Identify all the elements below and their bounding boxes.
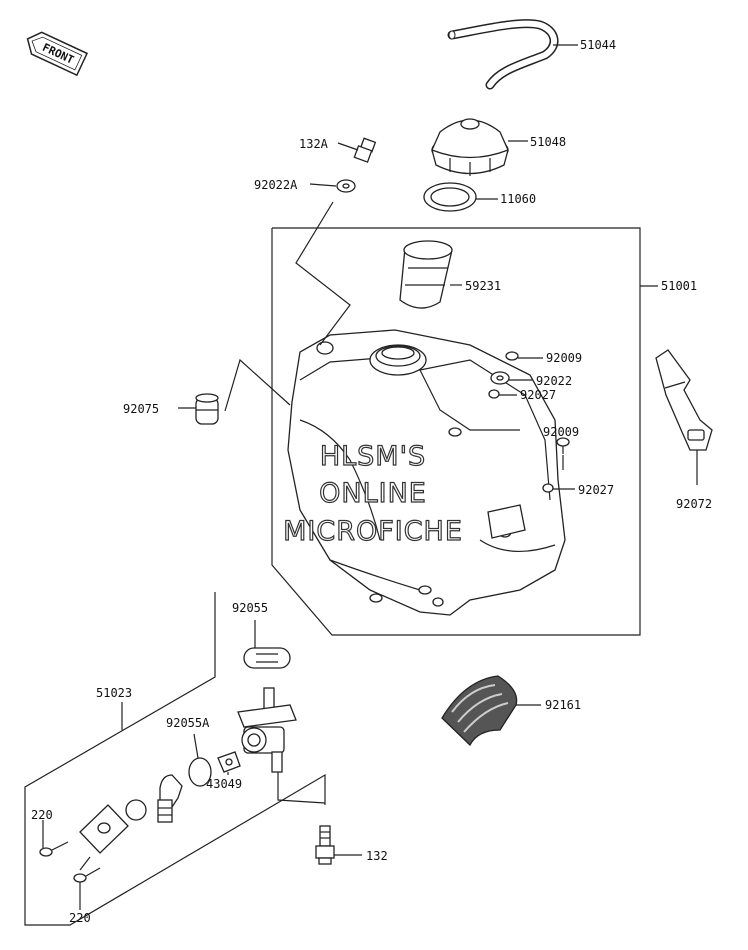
- screw-220-top: [39, 841, 69, 857]
- part-label-92072[interactable]: 92072: [676, 497, 712, 511]
- washer-43049: [217, 751, 241, 773]
- part-label-220-bottom[interactable]: 220: [69, 911, 91, 925]
- washer-92022: [490, 371, 510, 385]
- strap-92072: [655, 349, 713, 451]
- part-label-92055a[interactable]: 92055A: [166, 716, 210, 730]
- part-label-92075[interactable]: 92075: [123, 402, 159, 416]
- screw-220-bottom: [73, 867, 101, 883]
- part-label-220-top[interactable]: 220: [31, 808, 53, 822]
- screen-92055: [243, 647, 291, 669]
- part-label-51044[interactable]: 51044: [580, 38, 616, 52]
- watermark-line-1: HLSM'S: [320, 441, 426, 472]
- cover-92161: [441, 675, 518, 747]
- o-ring-92055a: [188, 757, 212, 787]
- fuel-tank: [287, 329, 566, 616]
- part-label-92027-top[interactable]: 92027: [520, 388, 556, 402]
- grommet-92075: [195, 393, 219, 425]
- watermark: HLSM'S ONLINE MICROFICHE: [282, 440, 463, 547]
- bolt-132a: [353, 137, 377, 163]
- part-label-51001[interactable]: 51001: [661, 279, 697, 293]
- part-label-92022[interactable]: 92022: [536, 374, 572, 388]
- fuel-cock-group-frame: [24, 592, 326, 926]
- strainer-59231: [399, 240, 453, 309]
- part-label-59231[interactable]: 59231: [465, 279, 501, 293]
- watermark-line-3: MICROFICHE: [283, 516, 463, 547]
- part-label-51023[interactable]: 51023: [96, 686, 132, 700]
- part-label-92009-side[interactable]: 92009: [543, 425, 579, 439]
- part-label-92022a[interactable]: 92022A: [254, 178, 298, 192]
- part-label-92161[interactable]: 92161: [545, 698, 581, 712]
- o-ring-lower: [125, 799, 147, 821]
- part-label-92009-top[interactable]: 92009: [546, 351, 582, 365]
- part-label-43049[interactable]: 43049: [206, 777, 242, 791]
- part-label-92055[interactable]: 92055: [232, 601, 268, 615]
- fuel-cock-body: [237, 687, 326, 804]
- bolt-92009-side: [556, 437, 570, 454]
- part-label-132[interactable]: 132: [366, 849, 388, 863]
- fuel-cock-lever: [157, 774, 183, 823]
- damper-92027-side: [542, 483, 554, 493]
- part-label-51048[interactable]: 51048: [530, 135, 566, 149]
- bolt-92009-top: [505, 351, 519, 361]
- front-arrow-icon: FRONT: [26, 31, 89, 77]
- watermark-line-2: ONLINE: [319, 478, 427, 509]
- part-label-132a[interactable]: 132A: [299, 137, 329, 151]
- gasket-11060: [423, 182, 477, 212]
- fuel-hose: [447, 19, 559, 90]
- part-label-11060[interactable]: 11060: [500, 192, 536, 206]
- damper-92027-top: [488, 389, 500, 399]
- tank-group-frame: [271, 227, 641, 636]
- fuel-cap: [431, 118, 509, 176]
- fuel-cock-plate: [79, 804, 129, 854]
- part-label-92027-side[interactable]: 92027: [578, 483, 614, 497]
- bolt-132: [315, 825, 335, 865]
